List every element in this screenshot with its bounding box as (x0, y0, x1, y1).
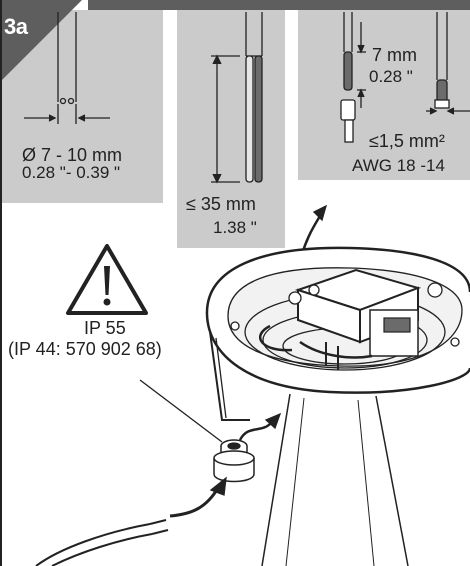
step-badge (0, 0, 82, 82)
cross-section-label: ≤1,5 mm² (369, 131, 445, 151)
top-bar (0, 0, 470, 10)
cable-diameter-mm-label: Ø 7 - 10 mm (22, 145, 123, 165)
wire-length-panel (177, 10, 285, 248)
step-badge-label: 3a (4, 14, 28, 39)
cable-gland-drawing (35, 379, 282, 566)
wire-length-mm-label: ≤ 35 mm (186, 194, 256, 214)
cable-diameter-in-label: 0.28 "- 0.39 " (22, 163, 121, 182)
wire-end-drawing (340, 12, 470, 143)
ip-alternative-label: (IP 44: 570 902 68) (8, 339, 162, 359)
stripped-cable-drawing (211, 12, 263, 184)
warning-triangle-icon (66, 244, 148, 315)
luminaire-drawing (205, 246, 470, 566)
strip-length-mm-label: 7 mm (372, 45, 417, 65)
wire-length-in-label: 1.38 " (213, 218, 257, 237)
awg-label: AWG 18 -14 (352, 156, 445, 175)
strip-length-in-label: 0.28 " (369, 67, 413, 86)
page-border (0, 0, 2, 566)
cable-drawing (24, 12, 110, 124)
ip-rating-label: IP 55 (84, 318, 126, 338)
